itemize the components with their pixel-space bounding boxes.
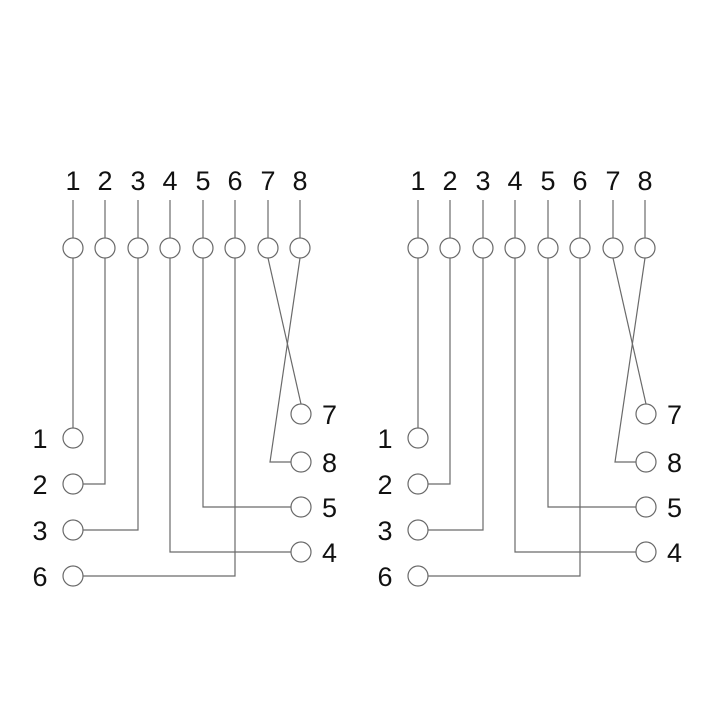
top-pin-circle-6 [569,237,591,259]
right-pin-label: 7 [667,400,682,430]
right-pin-label: 5 [667,493,682,523]
top-pin-label: 6 [572,166,587,196]
top-pin-circle-3 [127,237,149,259]
wire-4-to-right-4 [169,258,291,553]
wire-6-to-left-6 [428,258,581,577]
left-pin-label: 6 [377,562,392,592]
wires [72,200,302,577]
wire-5-to-right-5 [547,258,636,508]
top-pin-circle-8 [289,237,311,259]
top-pin-circle-8 [634,237,656,259]
left-pin-label: 2 [377,470,392,500]
left-pin-circle-2 [62,473,84,495]
right-pin-label: 4 [667,538,682,568]
right-pin-circle-4 [635,541,657,563]
left-pin-circle-2 [407,473,429,495]
top-pin-label: 1 [65,166,80,196]
top-pin-label: 7 [605,166,620,196]
left-pin-label: 1 [32,424,47,454]
top-pin-label: 3 [475,166,490,196]
top-pin-label: 6 [227,166,242,196]
left-pin-circle-3 [407,519,429,541]
top-pin-circle-5 [192,237,214,259]
right-pin-label: 8 [322,448,337,478]
top-pin-label: 4 [507,166,522,196]
wire-7-to-right-7 [267,257,302,405]
wire-8-to-right-8 [269,257,301,463]
top-pin-label: 8 [637,166,652,196]
left-pin-label: 6 [32,562,47,592]
wire-7-to-right-7 [612,257,647,405]
top-pin-circle-2 [94,237,116,259]
top-pin-label: 2 [442,166,457,196]
top-pin-label: 8 [292,166,307,196]
top-pin-circle-3 [472,237,494,259]
top-pin-circle-1 [407,237,429,259]
left-pin-circle-1 [62,427,84,449]
right-pin-circle-8 [290,451,312,473]
top-pin-circle-7 [602,237,624,259]
left-pin-circle-3 [62,519,84,541]
right-pin-circle-5 [635,496,657,518]
right-pin-label: 8 [667,448,682,478]
top-pin-label: 2 [97,166,112,196]
top-pin-label: 5 [540,166,555,196]
left-pin-label: 1 [377,424,392,454]
left-pin-circle-6 [62,565,84,587]
left-pin-label: 3 [377,516,392,546]
top-pin-label: 1 [410,166,425,196]
top-pin-label: 4 [162,166,177,196]
top-pin-circle-6 [224,237,246,259]
right-pin-circle-7 [635,403,657,425]
top-pin-label: 3 [130,166,145,196]
wire-8-to-right-8 [614,257,646,463]
top-pin-circle-4 [504,237,526,259]
right-pin-circle-4 [290,541,312,563]
top-pin-circle-2 [439,237,461,259]
right-pin-label: 4 [322,538,337,568]
top-pin-label: 5 [195,166,210,196]
left-pin-circle-6 [407,565,429,587]
left-pin-circle-1 [407,427,429,449]
wire-2-to-left-2 [428,258,451,485]
top-pin-circle-5 [537,237,559,259]
right-pin-circle-7 [290,403,312,425]
left-pin-label: 3 [32,516,47,546]
right-pin-circle-8 [635,451,657,473]
wire-5-to-right-5 [202,258,291,508]
wire-3-to-left-3 [428,258,484,531]
wire-6-to-left-6 [83,258,236,577]
top-pin-circle-4 [159,237,181,259]
top-pin-label: 7 [260,166,275,196]
right-pin-circle-5 [290,496,312,518]
top-pin-circle-1 [62,237,84,259]
wire-4-to-right-4 [514,258,636,553]
right-pin-label: 5 [322,493,337,523]
left-pin-label: 2 [32,470,47,500]
top-pin-circle-7 [257,237,279,259]
wires [417,200,647,577]
wire-2-to-left-2 [83,258,106,485]
right-pin-label: 7 [322,400,337,430]
wire-3-to-left-3 [83,258,139,531]
